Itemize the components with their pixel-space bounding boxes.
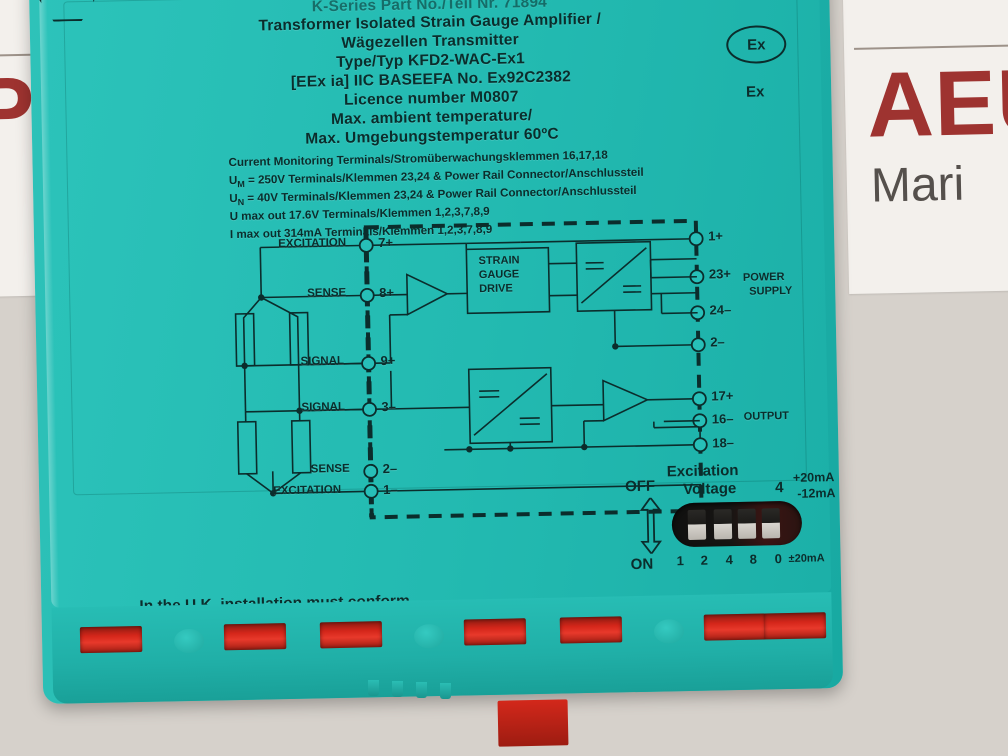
terminal-label-signal-3m: SIGNAL	[301, 400, 346, 414]
device-edge-highlight	[38, 0, 60, 608]
terminal-num-23p: 23+	[708, 266, 732, 282]
terminal-slot-7[interactable]	[763, 612, 827, 640]
dip-position-8: 8	[749, 551, 757, 567]
spec-um-text: = 250V Terminals/Klemmen 23,24 & Power R…	[247, 165, 644, 187]
dip-switch-8[interactable]	[761, 508, 781, 539]
block-diagram: EXCITATION 7+ SENSE 8+ SIGNAL 9+ SIGNAL …	[220, 215, 792, 526]
header-line-product-de: Wägezellen Transmitter	[341, 31, 520, 52]
terminal-label-signal-9p: SIGNAL	[300, 354, 345, 368]
card-rule-right	[854, 43, 1008, 50]
header-line-product: Transformer Isolated Strain Gauge Amplif…	[258, 10, 602, 35]
terminal-label-sense-2m: SENSE	[310, 462, 350, 476]
dip-switch-2[interactable]	[713, 509, 733, 540]
spec-line-current-monitoring: Current Monitoring Terminals/Stromüberwa…	[228, 148, 608, 170]
dip-range-minus: -12mA	[797, 486, 836, 501]
dip-range-number: 4	[775, 479, 784, 497]
dip-position-suffix: ±20mA	[788, 552, 825, 565]
output-amplifier	[602, 379, 650, 422]
isolation-boundary	[363, 218, 704, 520]
block-label-gauge: GAUGE	[478, 268, 520, 282]
dip-position-2: 2	[700, 552, 708, 568]
terminal-num-17p: 17+	[711, 388, 734, 404]
group-label-power: POWER	[742, 270, 785, 284]
spec-um-subscript: M	[237, 179, 245, 190]
terminal-num-24m: 24–	[709, 302, 732, 318]
terminal-slot-4[interactable]	[463, 618, 527, 646]
excitation-voltage-dip-switch[interactable]: Excitation Voltage OFF ON 4 +20mA -12mA …	[624, 460, 859, 583]
left-terminal-nodes	[358, 237, 379, 499]
terminal-num-9p: 9+	[380, 352, 396, 369]
terminal-label-excitation-7p: EXCITATION	[278, 236, 347, 251]
block-label-strain: STRAIN	[478, 254, 520, 268]
dip-switch-body[interactable]	[671, 500, 803, 548]
dip-range-plus: +20mA	[792, 470, 835, 485]
terminal-label-excitation-1m: EXCITATION	[273, 483, 342, 498]
spec-line-umax: U max out 17.6V Terminals/Klemmen 1,2,3,…	[229, 204, 490, 224]
ex-oval-mark-icon: Ex	[725, 24, 787, 65]
dip-position-0: 0	[774, 551, 782, 567]
dip-on-label: ON	[630, 555, 654, 574]
ex-hex-mark-label: Ex	[745, 82, 765, 101]
terminal-num-3m: 3–	[381, 398, 397, 415]
terminal-num-16m: 16–	[711, 411, 734, 427]
spec-un-subscript: N	[237, 197, 245, 208]
device-front-face: K-Series Part No./Teil Nr. 71894 Transfo…	[38, 0, 836, 661]
dip-position-1: 1	[676, 553, 685, 569]
terminal-dimple-2	[413, 623, 445, 649]
terminal-label-sense-8p: SENSE	[307, 286, 347, 300]
dip-switch-1[interactable]	[687, 509, 707, 540]
terminal-slot-3[interactable]	[319, 621, 383, 649]
rear-red-connector	[497, 699, 569, 747]
kfd2-wac-ex1-module: K-Series Part No./Teil Nr. 71894 Transfo…	[28, 0, 844, 704]
dip-off-label: OFF	[624, 477, 656, 496]
group-label-supply: SUPPLY	[749, 284, 793, 298]
group-label-output: OUTPUT	[743, 409, 790, 423]
terminal-num-1m: 1–	[382, 481, 398, 498]
strain-gauge-drive-block	[465, 246, 551, 315]
terminal-num-18m: 18–	[712, 435, 735, 451]
brand-text-right: AEU	[866, 50, 1008, 157]
terminal-dimple-1	[173, 628, 205, 654]
header-line-baseefa: [EEx ia] IIC BASEEFA No. Ex92C2382	[290, 68, 572, 91]
terminal-slot-6[interactable]	[703, 613, 767, 641]
dip-position-4: 4	[725, 552, 733, 568]
rear-green-pin-2	[392, 681, 403, 697]
rear-green-pin-3	[416, 682, 427, 698]
header-line-temp-de: Max. Umgebungstemperatur 60ºC	[305, 125, 559, 148]
dip-title-line1: Excitation	[666, 461, 739, 481]
terminal-slot-2[interactable]	[223, 623, 287, 651]
background-card-right: AEU Mari	[842, 0, 1008, 295]
block-label-drive: DRIVE	[479, 282, 513, 296]
terminal-num-2m-right: 2–	[710, 334, 725, 350]
block-diagram-svg	[234, 218, 708, 520]
junction-dots	[241, 294, 303, 497]
terminal-num-1p: 1+	[707, 228, 724, 244]
rear-green-pin-4	[440, 683, 451, 699]
dip-title-line2: Voltage	[683, 480, 737, 499]
terminal-num-7p: 7+	[378, 234, 394, 251]
terminal-num-8p: 8+	[379, 284, 395, 301]
terminal-dimple-3	[653, 619, 685, 644]
dip-direction-arrow-icon	[639, 497, 663, 554]
header-line-type: Type/Typ KFD2-WAC-Ex1	[335, 50, 526, 71]
dip-switch-4[interactable]	[737, 508, 757, 539]
rear-green-pin-1	[368, 680, 379, 696]
header-line-licence: Licence number M0807	[343, 88, 519, 109]
brand-subtext-right: Mari	[870, 157, 965, 213]
terminal-slot-1[interactable]	[79, 625, 143, 654]
terminal-slot-5[interactable]	[559, 616, 623, 644]
terminal-num-2m: 2–	[382, 460, 398, 477]
dcdc-converter-lower	[467, 366, 554, 445]
